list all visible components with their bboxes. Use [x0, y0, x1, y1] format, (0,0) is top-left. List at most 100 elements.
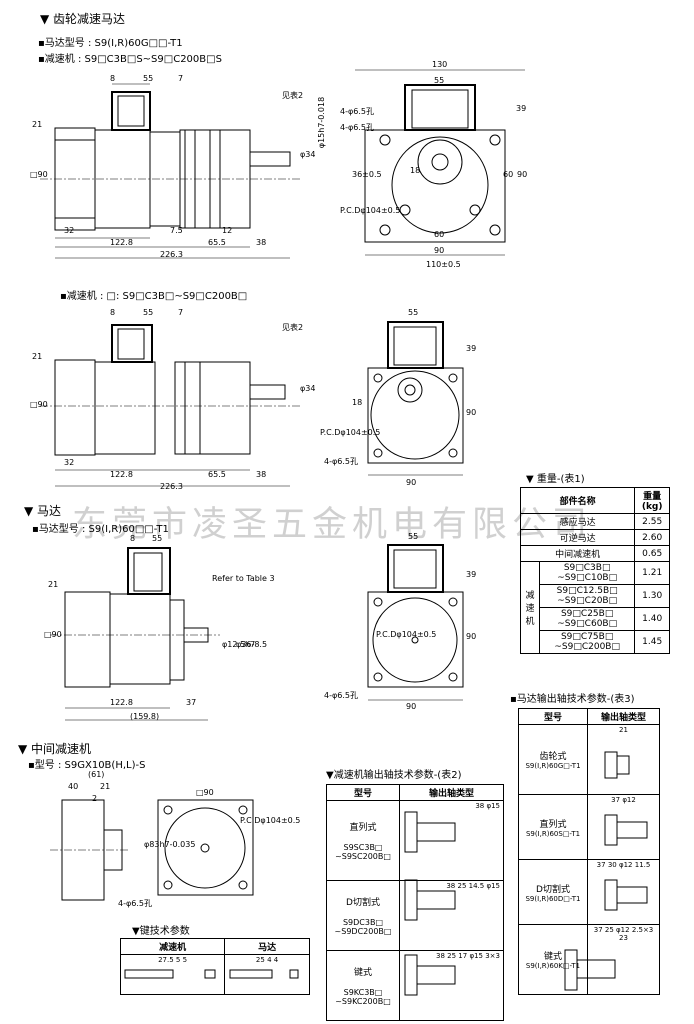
dim4-phi83: φ83h7-0.035 [144, 840, 196, 849]
table1-col2: 重量(kg) [634, 487, 670, 514]
t2-b-1: 25 [457, 882, 467, 890]
t3-model-2: S9(I,R)60D□-T1 [525, 894, 581, 903]
dim3-90: □90 [44, 630, 62, 639]
t2-dims-0: 38 φ15 [399, 800, 504, 881]
dim-60-v: 60 [503, 170, 514, 179]
dim4-4phi65: 4-φ6.5孔 [118, 899, 152, 908]
t3-b-2: 30 [607, 861, 617, 869]
t1-gkg-2: 1.40 [634, 607, 670, 631]
t2-d-1: φ15 [486, 882, 500, 890]
reducer-side-view [40, 324, 300, 487]
t3-a-3-v: 37 [593, 926, 603, 934]
section4-title: ▼ 中间减速机 [18, 742, 92, 756]
section2-title-text: 减速机 [66, 291, 97, 302]
table3-col2: 输出轴类型 [587, 708, 660, 725]
dim-36: 36±0.5 [352, 170, 382, 179]
section3-model-value: : S9(I,R)60□□-T1 [81, 524, 169, 535]
table-row: S9□C75B□ ~S9□C200B□1.45 [521, 630, 670, 654]
t1-gkg-1: 1.30 [634, 584, 670, 608]
motor-front-view [367, 544, 464, 701]
dim-4phi65-b: 4-φ6.5孔 [340, 123, 374, 132]
dim3-pcd: P.C.Dφ104±0.5 [376, 630, 437, 639]
dim3-37: 37 [186, 698, 197, 707]
dim-122-8: 122.8 [110, 238, 133, 247]
watermark: 东莞市凌圣五金机电有限公司 [72, 505, 593, 545]
table4-title: ▼键技术参数 [132, 926, 190, 937]
t4-k5: 4 [267, 956, 272, 964]
section4-title-text: 中间减速机 [31, 742, 92, 756]
dim2-32: 32 [64, 458, 75, 467]
table-row: 型号输出轴类型 [326, 784, 504, 801]
t2-c-1: 14.5 [468, 882, 485, 890]
t2-a-1: 38 [446, 882, 456, 890]
table-row: 减速机马达 [119, 938, 310, 955]
dim-pcd: P.C.Dφ104±0.5 [340, 206, 401, 215]
t3-a-3: 37 25 φ12 2.5×3 23 [587, 924, 660, 995]
note2-table2: 见表2 [282, 323, 304, 332]
t4-k1: 27.5 [158, 956, 174, 964]
t2-dims-2: 38 25 17 φ15 3×3 [399, 950, 504, 1021]
t3-d-3: 2.5×3 [631, 926, 654, 934]
dim-90-v: 90 [517, 170, 528, 179]
t1-gkg-0: 1.21 [634, 561, 670, 585]
t2-b-0: φ15 [486, 802, 500, 810]
dim4-2: 2 [92, 794, 98, 803]
note-table2: 见表2 [282, 91, 304, 100]
dim-90-h: 90 [434, 246, 445, 255]
motor-label: 马达型号 [44, 38, 85, 49]
dim-7: 7 [178, 74, 184, 83]
dim-65-5: 65.5 [208, 238, 226, 247]
t3-model-1: S9(I,R)60S□-T1 [525, 829, 581, 838]
dim3-122-8: 122.8 [110, 698, 133, 707]
table3-title: ▪马达输出轴技术参数-(表3) [510, 694, 635, 705]
t4-k2: 5 [175, 956, 181, 964]
t2-type-1: D切割式 [346, 898, 380, 908]
t3-d-2: 11.5 [634, 861, 651, 869]
t3-a-0: 21 [587, 724, 660, 795]
t1-group: 减速机 [520, 561, 540, 654]
table1-title: ▼ 重量-(表1) [526, 474, 585, 485]
t4-k3: 5 [182, 956, 188, 964]
t3-a-1-v: 37 [611, 796, 621, 804]
section1-motor: ▪马达型号 : S9(I,R)60G□□-T1 [38, 38, 183, 49]
t2-a-2: 38 [435, 952, 445, 960]
dim2-39: 39 [466, 344, 477, 353]
motor-value: : S9(I,R)60G□□-T1 [87, 38, 183, 49]
t3-model-3: S9(I,R)60K□-T1 [525, 962, 581, 970]
t2-type-0: 直列式 [349, 823, 377, 833]
dim2-18: 18 [352, 398, 363, 407]
section3-title: ▼ 马达 [24, 504, 62, 518]
section4-model: ▪型号 : S9GX10B(H,L)-S [28, 760, 146, 771]
t2-model-2: S9KC3B□ ~S9KC200B□ [335, 988, 391, 1006]
dim-226-3: 226.3 [160, 250, 183, 259]
dim-phi34: φ34 [300, 150, 316, 159]
table2-title-text: 减速机输出轴技术参数-(表2) [333, 770, 462, 781]
reducer-value: : S9□C3B□S~S9□C200B□S [77, 54, 222, 65]
dim3-90-h: 90 [406, 702, 417, 711]
reducer-label: 减速机 [44, 54, 75, 65]
reducer-front-view [367, 321, 464, 476]
table4-col2: 马达 [224, 938, 310, 955]
dim-130: 130 [432, 60, 448, 69]
dim3-4phi65: 4-φ6.5孔 [324, 691, 358, 700]
dim3-55: 55 [152, 534, 163, 543]
dim-18: 18 [410, 166, 421, 175]
dim-90: □90 [30, 170, 48, 179]
t2-a-0: 38 [475, 802, 485, 810]
section1-title: ▼ 齿轮减速马达 [40, 12, 126, 26]
t2-b-2: 25 [447, 952, 457, 960]
dim3-phi36: φ36-8.5 [236, 640, 268, 649]
table1-col1: 部件名称 [519, 487, 636, 514]
t1-name-0: 感应马达 [519, 513, 636, 530]
t3-e-3: 23 [619, 934, 628, 942]
intermediate-reducer-views [50, 799, 254, 901]
dim-phi15: φ15h7-0.018 [317, 96, 327, 149]
section4-model-label: 型号 [34, 760, 55, 771]
table2-title: ▼减速机输出轴技术参数-(表2) [326, 770, 462, 781]
